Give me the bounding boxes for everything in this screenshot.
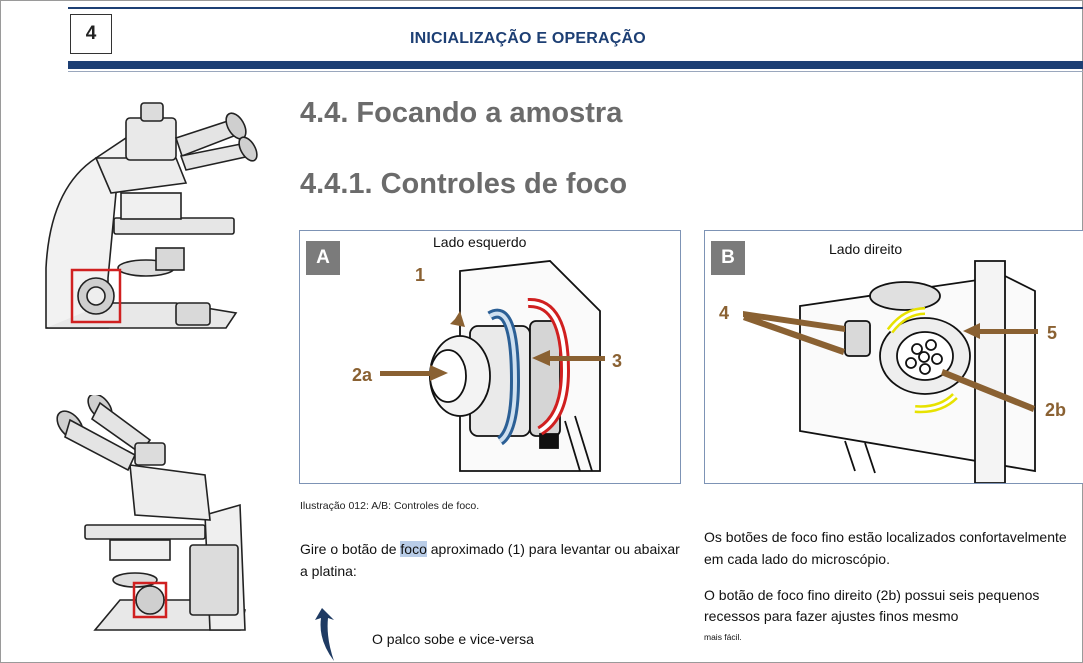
paragraph-text: Gire o botão de xyxy=(300,541,401,557)
figure-a: 1 2a 3 A Lado esquerdo xyxy=(299,230,681,484)
paragraph-text: aproximado (1) para levantar ou abaixar … xyxy=(300,541,680,579)
header-bar xyxy=(68,61,1083,69)
figure-b: 4 5 2b B Lado direito xyxy=(704,230,1083,484)
curved-arrow-icon xyxy=(315,608,334,661)
chapter-number: 4 xyxy=(70,14,112,54)
figure-a-side-label: Lado esquerdo xyxy=(433,234,527,250)
callout-4: 4 xyxy=(719,303,729,323)
callout-5: 5 xyxy=(1047,323,1057,343)
callout-3: 3 xyxy=(612,351,622,371)
section-heading: 4.4. Focando a amostra xyxy=(300,97,623,129)
coarse-focus-paragraph: Gire o botão de foco aproximado (1) para… xyxy=(300,538,685,582)
figure-b-drawing: 4 5 2b xyxy=(719,260,1066,483)
microscope-front-illustration xyxy=(45,102,258,329)
stage-note: O palco sobe e vice-versa xyxy=(372,631,534,647)
top-rule xyxy=(68,7,1083,9)
figure-a-letter: A xyxy=(306,241,340,275)
figure-b-letter: B xyxy=(711,241,745,275)
microscope-back-illustration xyxy=(56,395,246,631)
callout-2b: 2b xyxy=(1045,400,1066,420)
chapter-title: INICIALIZAÇÃO E OPERAÇÃO xyxy=(410,30,646,47)
header-rule xyxy=(68,71,1083,72)
callout-1: 1 xyxy=(415,265,425,285)
callout-2a: 2a xyxy=(352,365,373,385)
figure-b-side-label: Lado direito xyxy=(829,241,903,257)
figure-caption: Ilustração 012: A/B: Controles de foco. xyxy=(300,500,480,512)
fine-focus-detail-line1: O botão de foco fino direito (2b) possui… xyxy=(704,587,1040,603)
small-note: mais fácil. xyxy=(704,632,742,642)
figure-a-drawing: 1 2a 3 xyxy=(352,260,622,472)
highlighted-word[interactable]: foco xyxy=(400,541,427,557)
fine-focus-detail-line2: recessos para fazer ajustes finos mesmo xyxy=(704,608,959,624)
fine-focus-paragraph: Os botões de foco fino estão localizados… xyxy=(704,529,1067,567)
subsection-heading: 4.4.1. Controles de foco xyxy=(300,168,628,200)
